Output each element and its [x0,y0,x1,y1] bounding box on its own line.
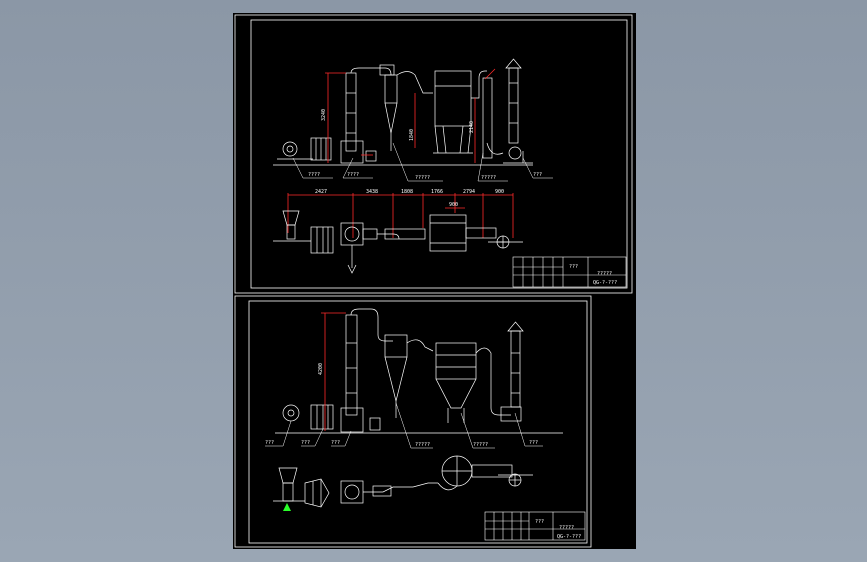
sheet-bottom-inner-border [248,300,588,544]
top-drawing-number: QG-?-??? [593,280,617,286]
bottom-chimney-cap [507,321,524,332]
bottom-callout-1: ??? [265,440,274,446]
drawing-canvas: 3240 1840 2140 ???? ???? ????? ????? ??? [233,13,636,549]
top-plan-dimension-chain [287,193,514,238]
top-exhaust-fan [508,146,522,160]
top-horizontal-dim-4: 1766 [431,189,443,195]
bottom-plan-heater [304,478,330,508]
top-leader-lines [292,142,553,182]
top-plan-bag-filter [429,214,467,252]
bottom-leader-lines [265,402,543,449]
top-feeder [365,150,377,162]
bottom-bag-filter [435,342,477,380]
sheet-bottom-outer-border [234,295,592,548]
top-chimney-cap [505,58,522,69]
bottom-plan-cyclone [340,480,364,504]
top-plan-cyclone [340,222,364,246]
bottom-exhaust-fan [500,406,522,422]
top-plan-hopper [282,210,300,226]
bottom-feeder [369,417,381,431]
top-fan-hub [286,145,294,153]
bottom-cyclone [384,334,408,358]
top-horizontal-dim-1: 2427 [315,189,327,195]
sheet-bottom: 4200 ??? ??? ??? ????? ????? ??? [234,295,592,548]
top-title-cell-b: ????? [597,271,612,277]
green-marker [283,503,291,511]
top-horizontal-dim-7: 900 [449,202,458,208]
cad-drawing: 3240 1840 2140 ???? ???? ????? ????? ??? [234,14,633,548]
top-callout-5: ??? [533,172,542,178]
bottom-title-cell-a: ??? [535,519,544,525]
bottom-chimney [510,330,521,408]
top-dimension-lines [325,68,496,163]
top-vertical-dim-2: 1840 [409,129,415,141]
top-callout-1: ???? [308,172,320,178]
bottom-callout-4: ????? [415,442,430,448]
bottom-title-cell-b: ????? [559,525,574,531]
top-drying-tube [345,72,357,152]
bottom-vertical-dim-1: 4200 [318,363,324,375]
top-chimney [508,67,519,144]
top-bag-filter [434,70,472,127]
bottom-cyclone-cone [384,356,408,402]
top-horizontal-dim-6: 900 [495,189,504,195]
top-title-cell-a: ??? [569,264,578,270]
top-vertical-dim-3: 2140 [469,121,475,133]
top-plan-heater [310,226,334,254]
bottom-elevation-view [275,308,563,434]
bottom-drawing-number: QG-?-??? [557,534,581,540]
bottom-drying-tube [345,314,358,416]
bottom-fan [282,404,300,422]
sheet-top-inner-border [250,19,628,289]
bottom-plan-hopper [278,467,298,484]
top-horizontal-dim-5: 2794 [463,189,475,195]
bottom-callout-5: ????? [473,442,488,448]
sheet-top-outer-border [234,14,633,294]
bottom-callout-3: ??? [331,440,340,446]
top-callout-3: ????? [415,175,430,181]
top-cyclone [384,74,398,104]
top-horizontal-dim-3: 1808 [401,189,413,195]
top-plan-view [273,210,523,274]
top-title-block [512,256,627,288]
bottom-plan-view [273,455,533,508]
top-cyclone-cone [384,102,398,134]
top-vertical-dim-1: 3240 [321,109,327,121]
bottom-title-block [484,511,586,541]
top-fan [282,141,298,157]
top-horizontal-dim-2: 3438 [366,189,378,195]
bottom-heater [310,404,334,430]
bottom-fan-hub [287,409,295,417]
bottom-dimension-lines [321,312,346,431]
top-exhaust-duct [482,77,493,159]
top-callout-2: ???? [347,172,359,178]
bottom-callout-2: ??? [301,440,310,446]
top-callout-4: ????? [481,175,496,181]
top-elevation-view [273,58,533,166]
bottom-callout-6: ??? [529,440,538,446]
sheet-top: 3240 1840 2140 ???? ???? ????? ????? ??? [234,14,633,294]
